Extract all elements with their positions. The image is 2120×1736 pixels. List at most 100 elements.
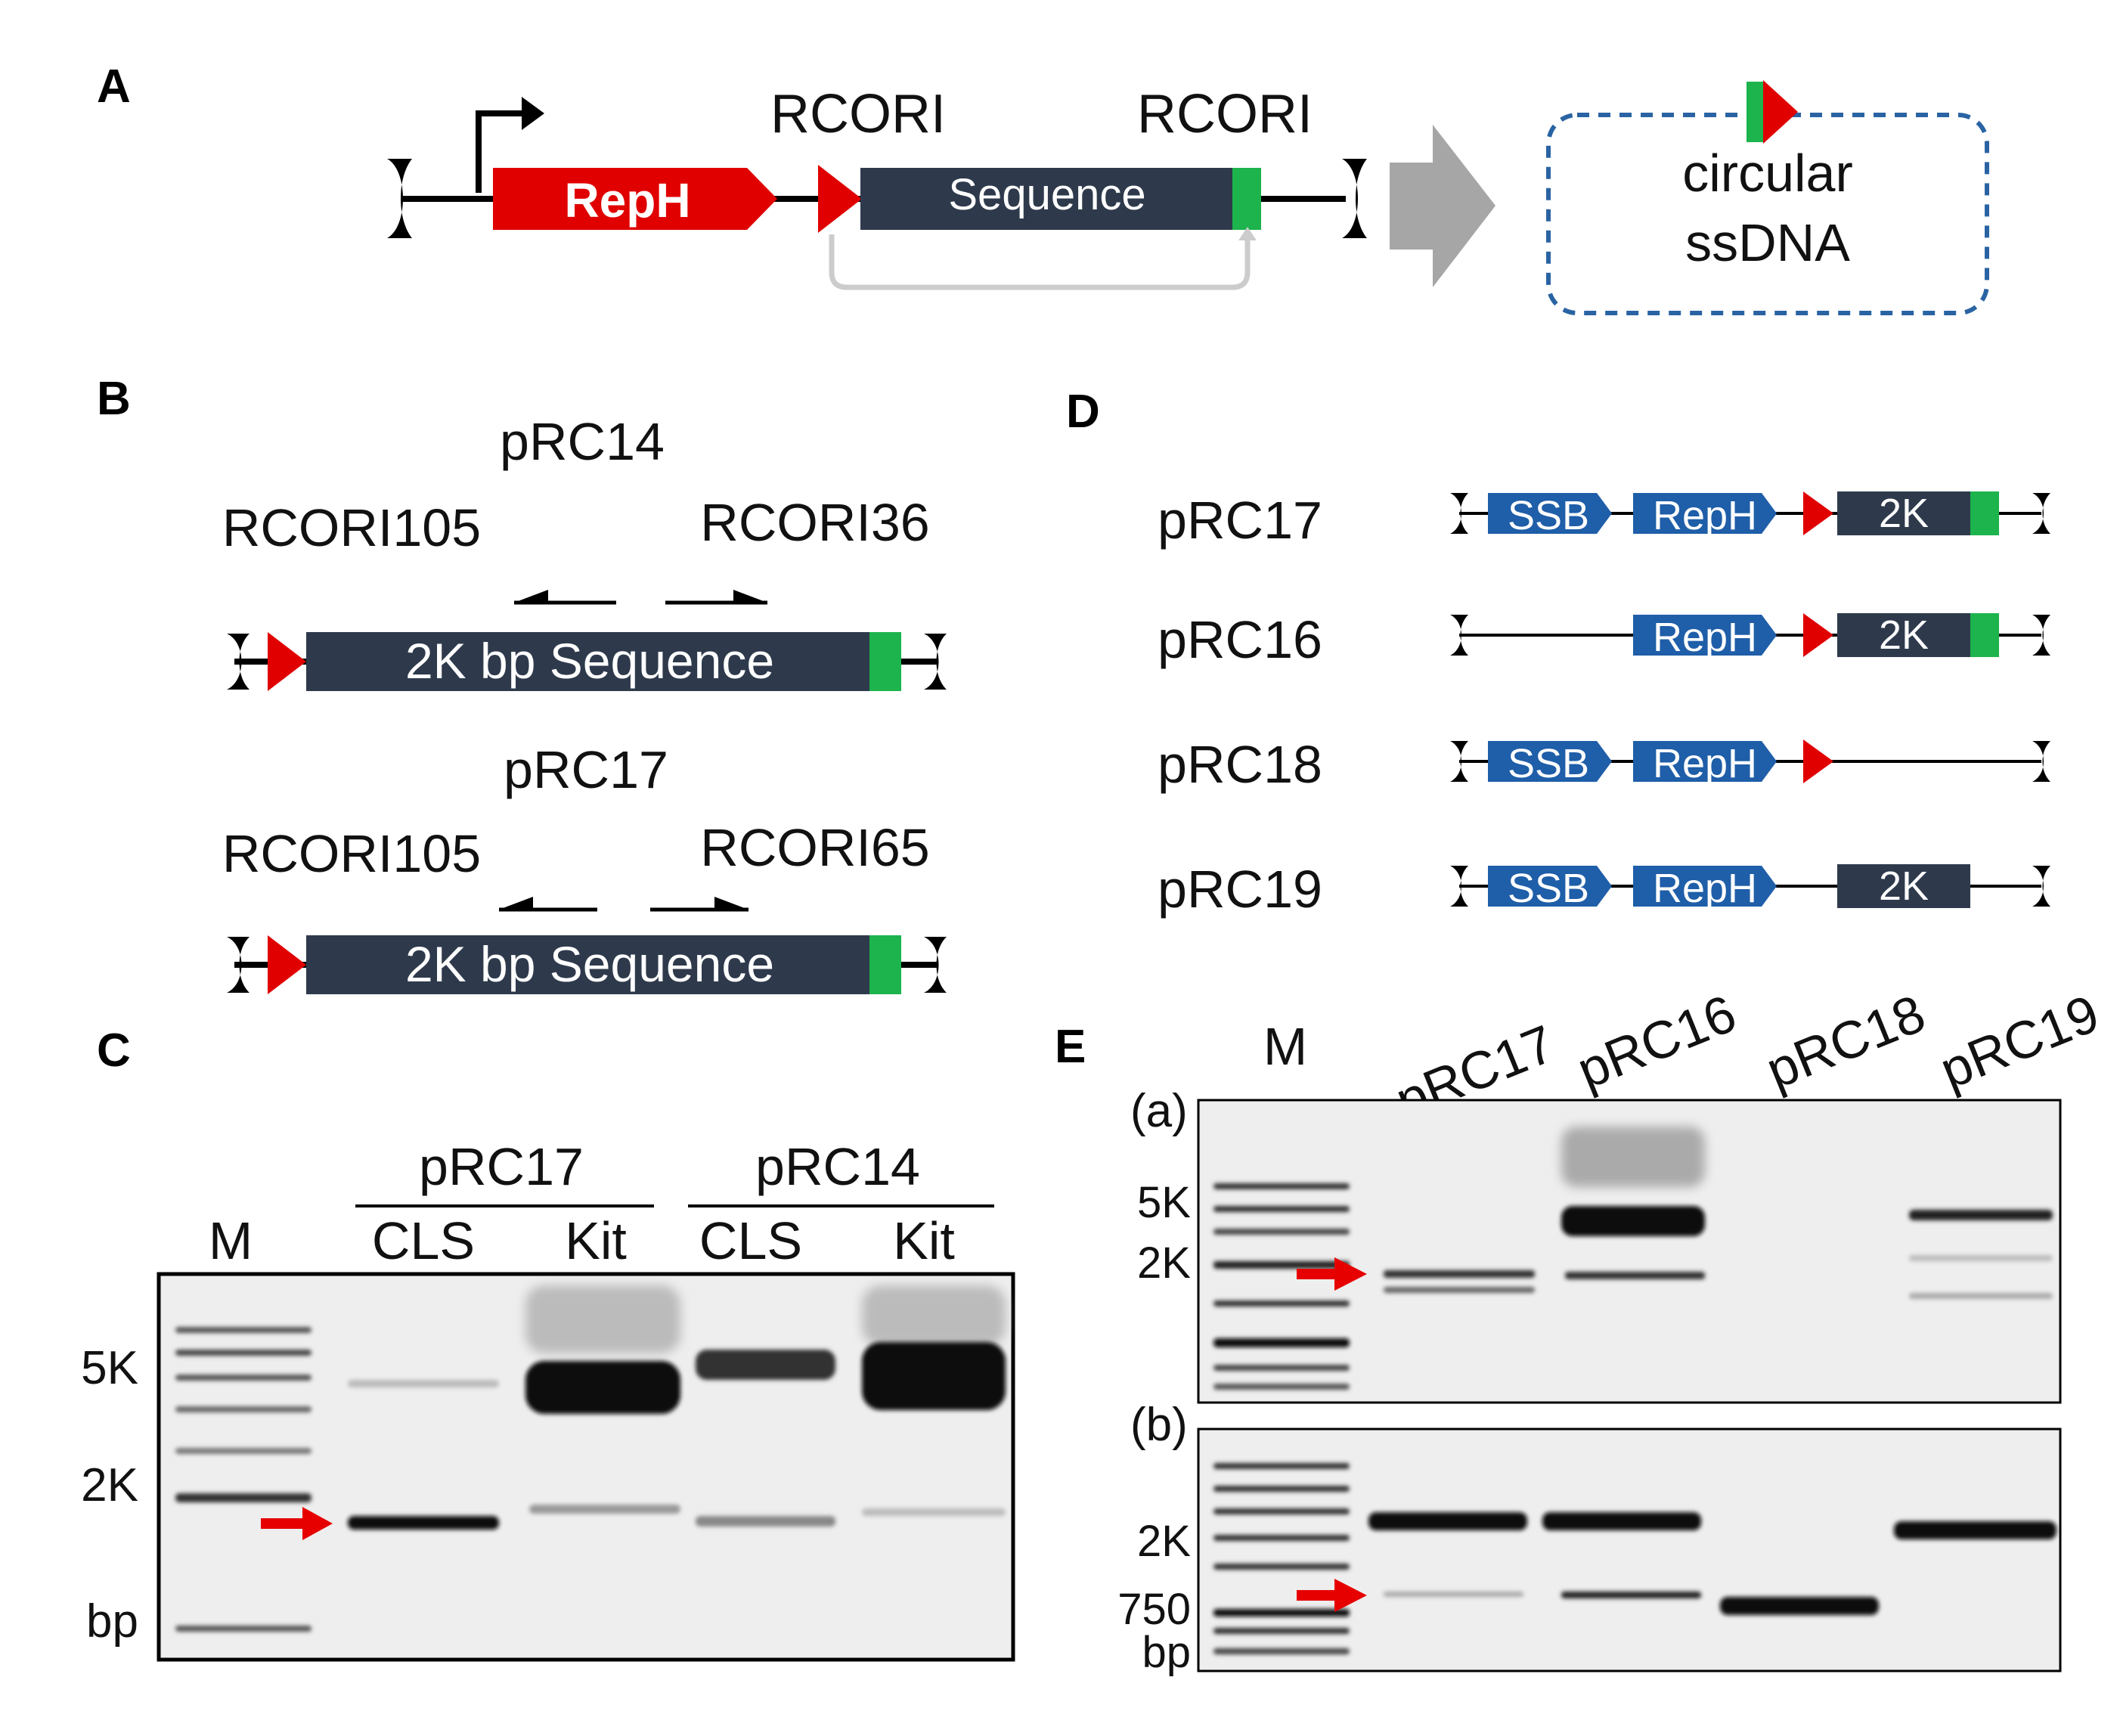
primer-right-arrowhead-icon	[714, 897, 749, 910]
lane-m-label: M	[209, 1211, 253, 1270]
ladder-band	[1213, 1338, 1350, 1347]
rcori-red-triangle-icon	[268, 632, 306, 691]
rcori-left-triangle-icon	[818, 165, 862, 233]
panel-e-label: E	[1055, 1021, 1086, 1073]
gel-band	[1909, 1255, 2053, 1261]
construct-name: pRC14	[500, 412, 665, 471]
ladder-band	[175, 1406, 311, 1412]
sequence-block	[860, 168, 1248, 230]
ladder-band	[175, 1493, 311, 1502]
marker-2k: 2K	[1137, 1238, 1191, 1288]
rcori-green-box	[869, 935, 901, 994]
lane-label-prc19: pRC19	[1932, 984, 2106, 1100]
sample-lanes-e-b	[1368, 1512, 2056, 1615]
gel-band	[862, 1508, 1006, 1516]
construct-row-prc18: pRC18 SSB RepH	[1158, 735, 2050, 794]
reph-label: RepH	[1653, 866, 1757, 911]
reph-gene-block	[1633, 493, 1777, 534]
end-cap-icon	[2032, 615, 2050, 656]
primer-right-arrowhead-icon	[733, 590, 767, 603]
ladder-band	[175, 1626, 311, 1632]
marker-5k: 5K	[81, 1342, 138, 1394]
ladder-band	[1213, 1384, 1350, 1390]
ssb-label: SSB	[1508, 741, 1589, 786]
sequence-bar-label: 2K bp Sequence	[405, 633, 774, 689]
lane-label-prc18: pRC18	[1758, 984, 1932, 1100]
marker-750: 750	[1117, 1585, 1191, 1634]
ladder-band	[1213, 1183, 1350, 1189]
k2-label: 2K	[1879, 863, 1929, 909]
ladder-band	[1213, 1628, 1350, 1634]
primer-left-label: RCORI105	[222, 824, 481, 883]
rcori-right-label: RCORI	[1137, 84, 1313, 144]
ladder-band	[175, 1350, 311, 1356]
ladder-lane-c	[175, 1327, 311, 1632]
gel-band	[1561, 1592, 1701, 1598]
rcori-green-box	[869, 632, 901, 691]
right-end-cap-icon	[924, 937, 947, 993]
sample-lanes-c	[348, 1285, 1006, 1530]
reph-gene-block	[1633, 741, 1777, 782]
sequence-bar	[306, 935, 896, 994]
green-box	[1970, 613, 1999, 657]
gel-band	[1720, 1597, 1879, 1615]
ssb-gene-block	[1488, 866, 1612, 907]
panel-c: C pRC17 pRC14 M CLS Kit CLS Kit 5K 2K bp	[81, 1025, 1015, 1662]
circle-line2: ssDNA	[1685, 213, 1850, 272]
k2-label: 2K	[1879, 612, 1929, 658]
rcori-triangle-icon	[1803, 739, 1833, 783]
gel-band	[1384, 1287, 1535, 1293]
left-end-cap-icon	[387, 159, 412, 238]
gel-band	[1894, 1521, 2056, 1539]
rcori-left-label: RCORI	[770, 84, 946, 144]
gel-band	[862, 1342, 1006, 1410]
ladder-band	[1213, 1535, 1350, 1541]
panel-d-label: D	[1066, 386, 1100, 438]
end-cap-icon	[2032, 741, 2050, 782]
sequence-label: Sequence	[948, 170, 1145, 219]
gel-band	[348, 1516, 499, 1530]
reph-gene-block	[1633, 615, 1777, 656]
circle-green-box	[1747, 82, 1763, 142]
rcori-red-triangle-icon	[268, 935, 306, 994]
reph-gene-block	[493, 168, 777, 230]
ladder-band	[1213, 1261, 1350, 1269]
recombination-loop-arrow	[829, 234, 1251, 290]
gel-smear	[1561, 1127, 1705, 1187]
loop-arrowhead-icon	[1238, 227, 1257, 240]
construct-prc14: pRC14 RCORI105 RCORI36 2K bp Sequence	[222, 412, 947, 691]
lane-label-2: Kit	[565, 1211, 627, 1270]
construct-prc17: pRC17 RCORI105 RCORI65 2K bp Sequence	[222, 740, 947, 994]
construct-name: pRC16	[1158, 610, 1322, 669]
end-cap-icon	[1450, 615, 1468, 656]
gel-band	[1909, 1210, 2053, 1220]
gel-smear	[862, 1285, 1006, 1346]
ladder-band	[175, 1327, 311, 1333]
k2-block	[1837, 613, 1970, 657]
group-label-prc17: pRC17	[419, 1137, 584, 1196]
reph-label: RepH	[1653, 493, 1757, 538]
red-arrow-icon	[1297, 1257, 1367, 1291]
rcori-right-green-box	[1232, 168, 1261, 230]
gel-band	[696, 1350, 835, 1380]
construct-row-prc17: pRC17 SSB RepH 2K	[1158, 491, 2050, 550]
marker-bp: bp	[1142, 1628, 1191, 1677]
panel-e: E M pRC17 pRC16 pRC18 pRC19 (a) 5K 2K	[1055, 984, 2107, 1677]
group-label-prc14: pRC14	[755, 1137, 920, 1196]
primer-left-arrowhead-icon	[499, 897, 533, 910]
sub-label-b: (b)	[1130, 1399, 1188, 1451]
lane-label-1: CLS	[372, 1211, 475, 1270]
primer-right-label: RCORI65	[700, 818, 929, 877]
reph-label: RepH	[564, 173, 690, 228]
gel-e-b	[1197, 1428, 2062, 1672]
gel-band	[1368, 1512, 1527, 1530]
lane-label-3: CLS	[699, 1211, 802, 1270]
gel-band	[1384, 1592, 1523, 1597]
promoter-arrowhead-icon	[522, 97, 544, 130]
lane-m-label: M	[1263, 1017, 1307, 1076]
ladder-band	[1213, 1609, 1350, 1617]
ladder-band	[1213, 1508, 1350, 1514]
circle-red-triangle-icon	[1763, 80, 1798, 144]
sample-lanes-e-a	[1384, 1127, 2053, 1299]
end-cap-icon	[1450, 741, 1468, 782]
